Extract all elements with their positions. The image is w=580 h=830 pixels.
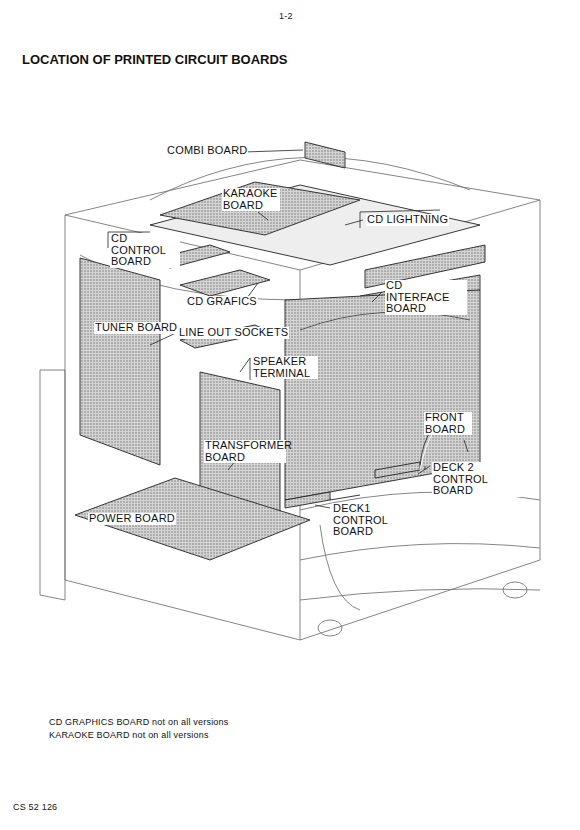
- board-label: SPEAKER TERMINAL: [252, 356, 318, 379]
- board-label: DECK1 CONTROL BOARD: [332, 503, 424, 538]
- board-label: COMBI BOARD: [166, 145, 248, 157]
- footnote: CD GRAPHICS BOARD not on all versions: [48, 718, 229, 727]
- footnote: KARAOKE BOARD not on all versions: [48, 731, 210, 740]
- board-label: POWER BOARD: [88, 513, 176, 525]
- board-label: TRANSFORMER BOARD: [204, 440, 286, 463]
- board-label: CD LIGHTNING: [366, 214, 449, 226]
- board-label: CD CONTROL BOARD: [110, 233, 180, 268]
- board-label: DECK 2 CONTROL BOARD: [432, 462, 526, 497]
- page-title: LOCATION OF PRINTED CIRCUIT BOARDS: [22, 52, 288, 67]
- board-label: TUNER BOARD: [94, 322, 178, 334]
- board-label: FRONT BOARD: [424, 412, 472, 435]
- page-number: 1-2: [278, 12, 294, 21]
- board-label: CD GRAFICS: [186, 296, 258, 308]
- board-label: KARAOKE BOARD: [222, 188, 280, 211]
- board-label: CD INTERFACE BOARD: [385, 280, 467, 315]
- board-label: LINE OUT SOCKETS: [178, 327, 289, 339]
- document-code: CS 52 126: [12, 803, 58, 812]
